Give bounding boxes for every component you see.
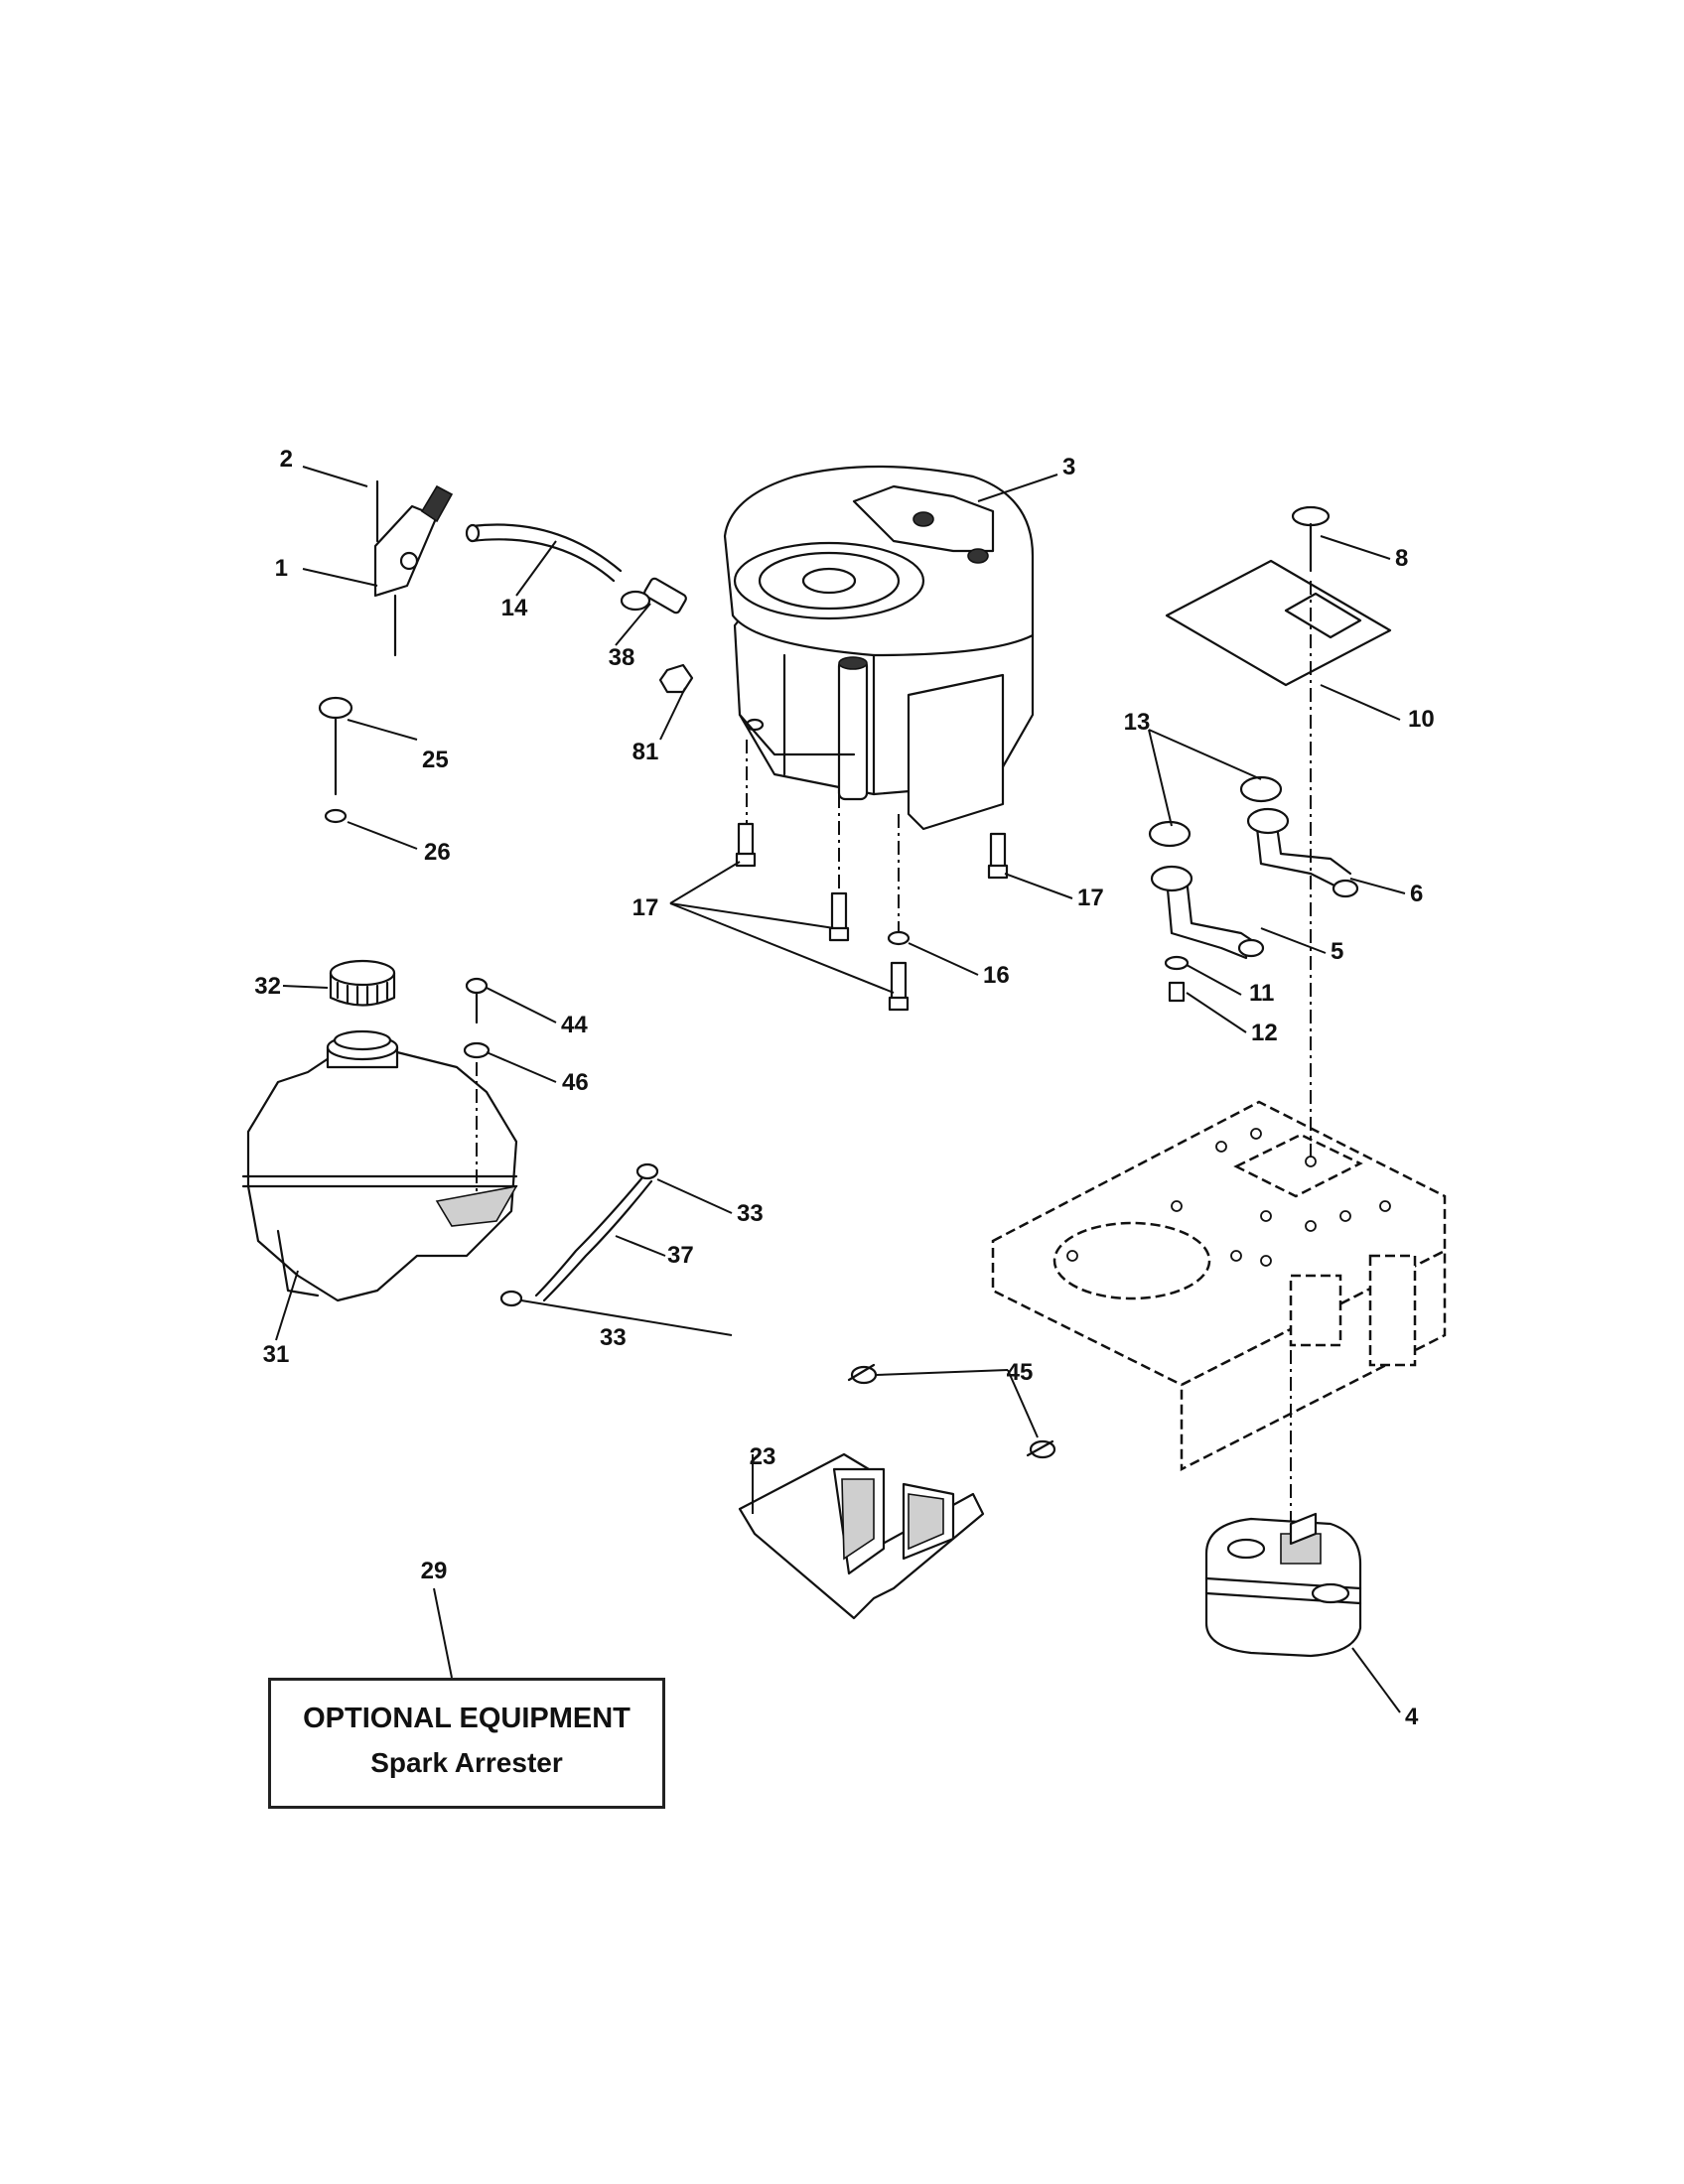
shield-bracket bbox=[738, 1363, 1056, 1620]
callout-32: 32 bbox=[254, 973, 281, 1000]
fuel-tank bbox=[241, 959, 518, 1302]
callout-46: 46 bbox=[562, 1069, 589, 1096]
engine bbox=[723, 465, 1035, 831]
callout-16: 16 bbox=[983, 962, 1010, 989]
callout-17a: 17 bbox=[632, 894, 659, 921]
note-subtitle: Spark Arrester bbox=[370, 1747, 563, 1778]
callout-17b: 17 bbox=[1077, 885, 1104, 911]
callout-10: 10 bbox=[1408, 706, 1435, 733]
chassis-frame bbox=[991, 1100, 1447, 1472]
note-title: OPTIONAL EQUIPMENT bbox=[303, 1703, 631, 1734]
callout-23: 23 bbox=[750, 1443, 776, 1470]
callout-2: 2 bbox=[280, 446, 293, 473]
exhaust-pipes bbox=[1148, 775, 1359, 1003]
optional-equipment-note: OPTIONAL EQUIPMENT Spark Arrester bbox=[268, 1678, 665, 1809]
callout-29: 29 bbox=[421, 1558, 448, 1584]
callout-5: 5 bbox=[1331, 938, 1343, 965]
throttle-control bbox=[373, 479, 454, 657]
mounting-bolts bbox=[735, 822, 1009, 1012]
callout-44: 44 bbox=[561, 1012, 588, 1038]
callout-3: 3 bbox=[1062, 454, 1075, 480]
callout-26: 26 bbox=[424, 839, 451, 866]
callout-8: 8 bbox=[1395, 545, 1408, 572]
callout-11: 11 bbox=[1249, 980, 1274, 1007]
callout-81: 81 bbox=[632, 739, 659, 765]
choke-knob bbox=[318, 696, 353, 824]
callout-4: 4 bbox=[1405, 1704, 1419, 1730]
callout-13: 13 bbox=[1124, 709, 1151, 736]
callout-33a: 33 bbox=[737, 1200, 764, 1227]
callout-12: 12 bbox=[1251, 1020, 1278, 1046]
callout-labels: 1 2 3 4 5 6 8 10 11 12 13 14 16 17 17 23… bbox=[254, 446, 1434, 1730]
callout-31: 31 bbox=[263, 1341, 290, 1368]
callout-45: 45 bbox=[1007, 1359, 1034, 1386]
muffler bbox=[1204, 1350, 1362, 1658]
heat-shield bbox=[1165, 505, 1392, 687]
leader-lines bbox=[275, 466, 1406, 1713]
callout-1: 1 bbox=[275, 555, 288, 582]
callout-33b: 33 bbox=[600, 1324, 627, 1351]
callout-38: 38 bbox=[609, 644, 635, 671]
callout-14: 14 bbox=[501, 595, 528, 621]
callout-37: 37 bbox=[667, 1242, 694, 1269]
callout-6: 6 bbox=[1410, 881, 1423, 907]
fuel-hose bbox=[499, 1162, 659, 1307]
callout-25: 25 bbox=[422, 747, 449, 773]
